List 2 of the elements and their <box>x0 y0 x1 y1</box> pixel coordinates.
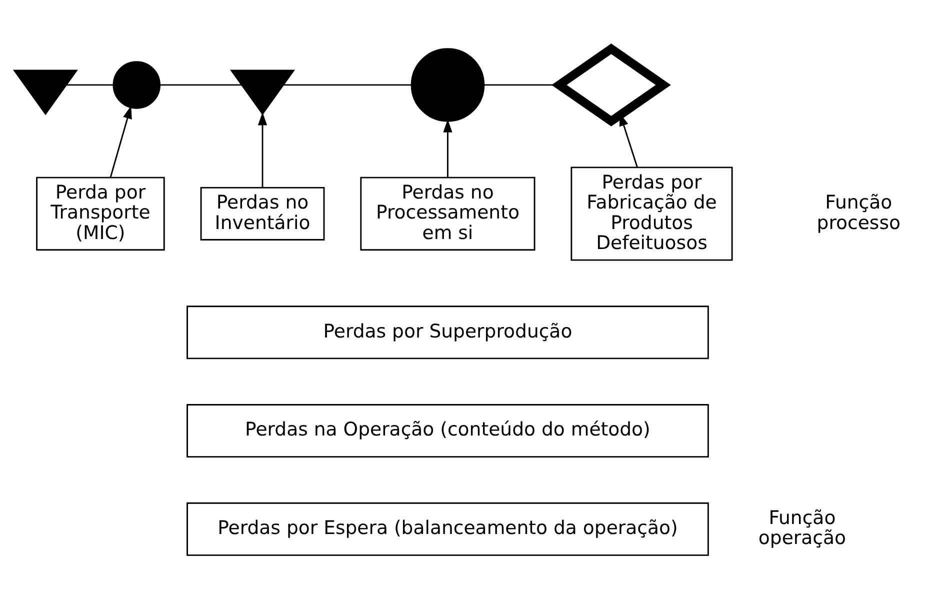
label: Função operação <box>758 507 846 549</box>
label: Função processo <box>816 192 901 234</box>
